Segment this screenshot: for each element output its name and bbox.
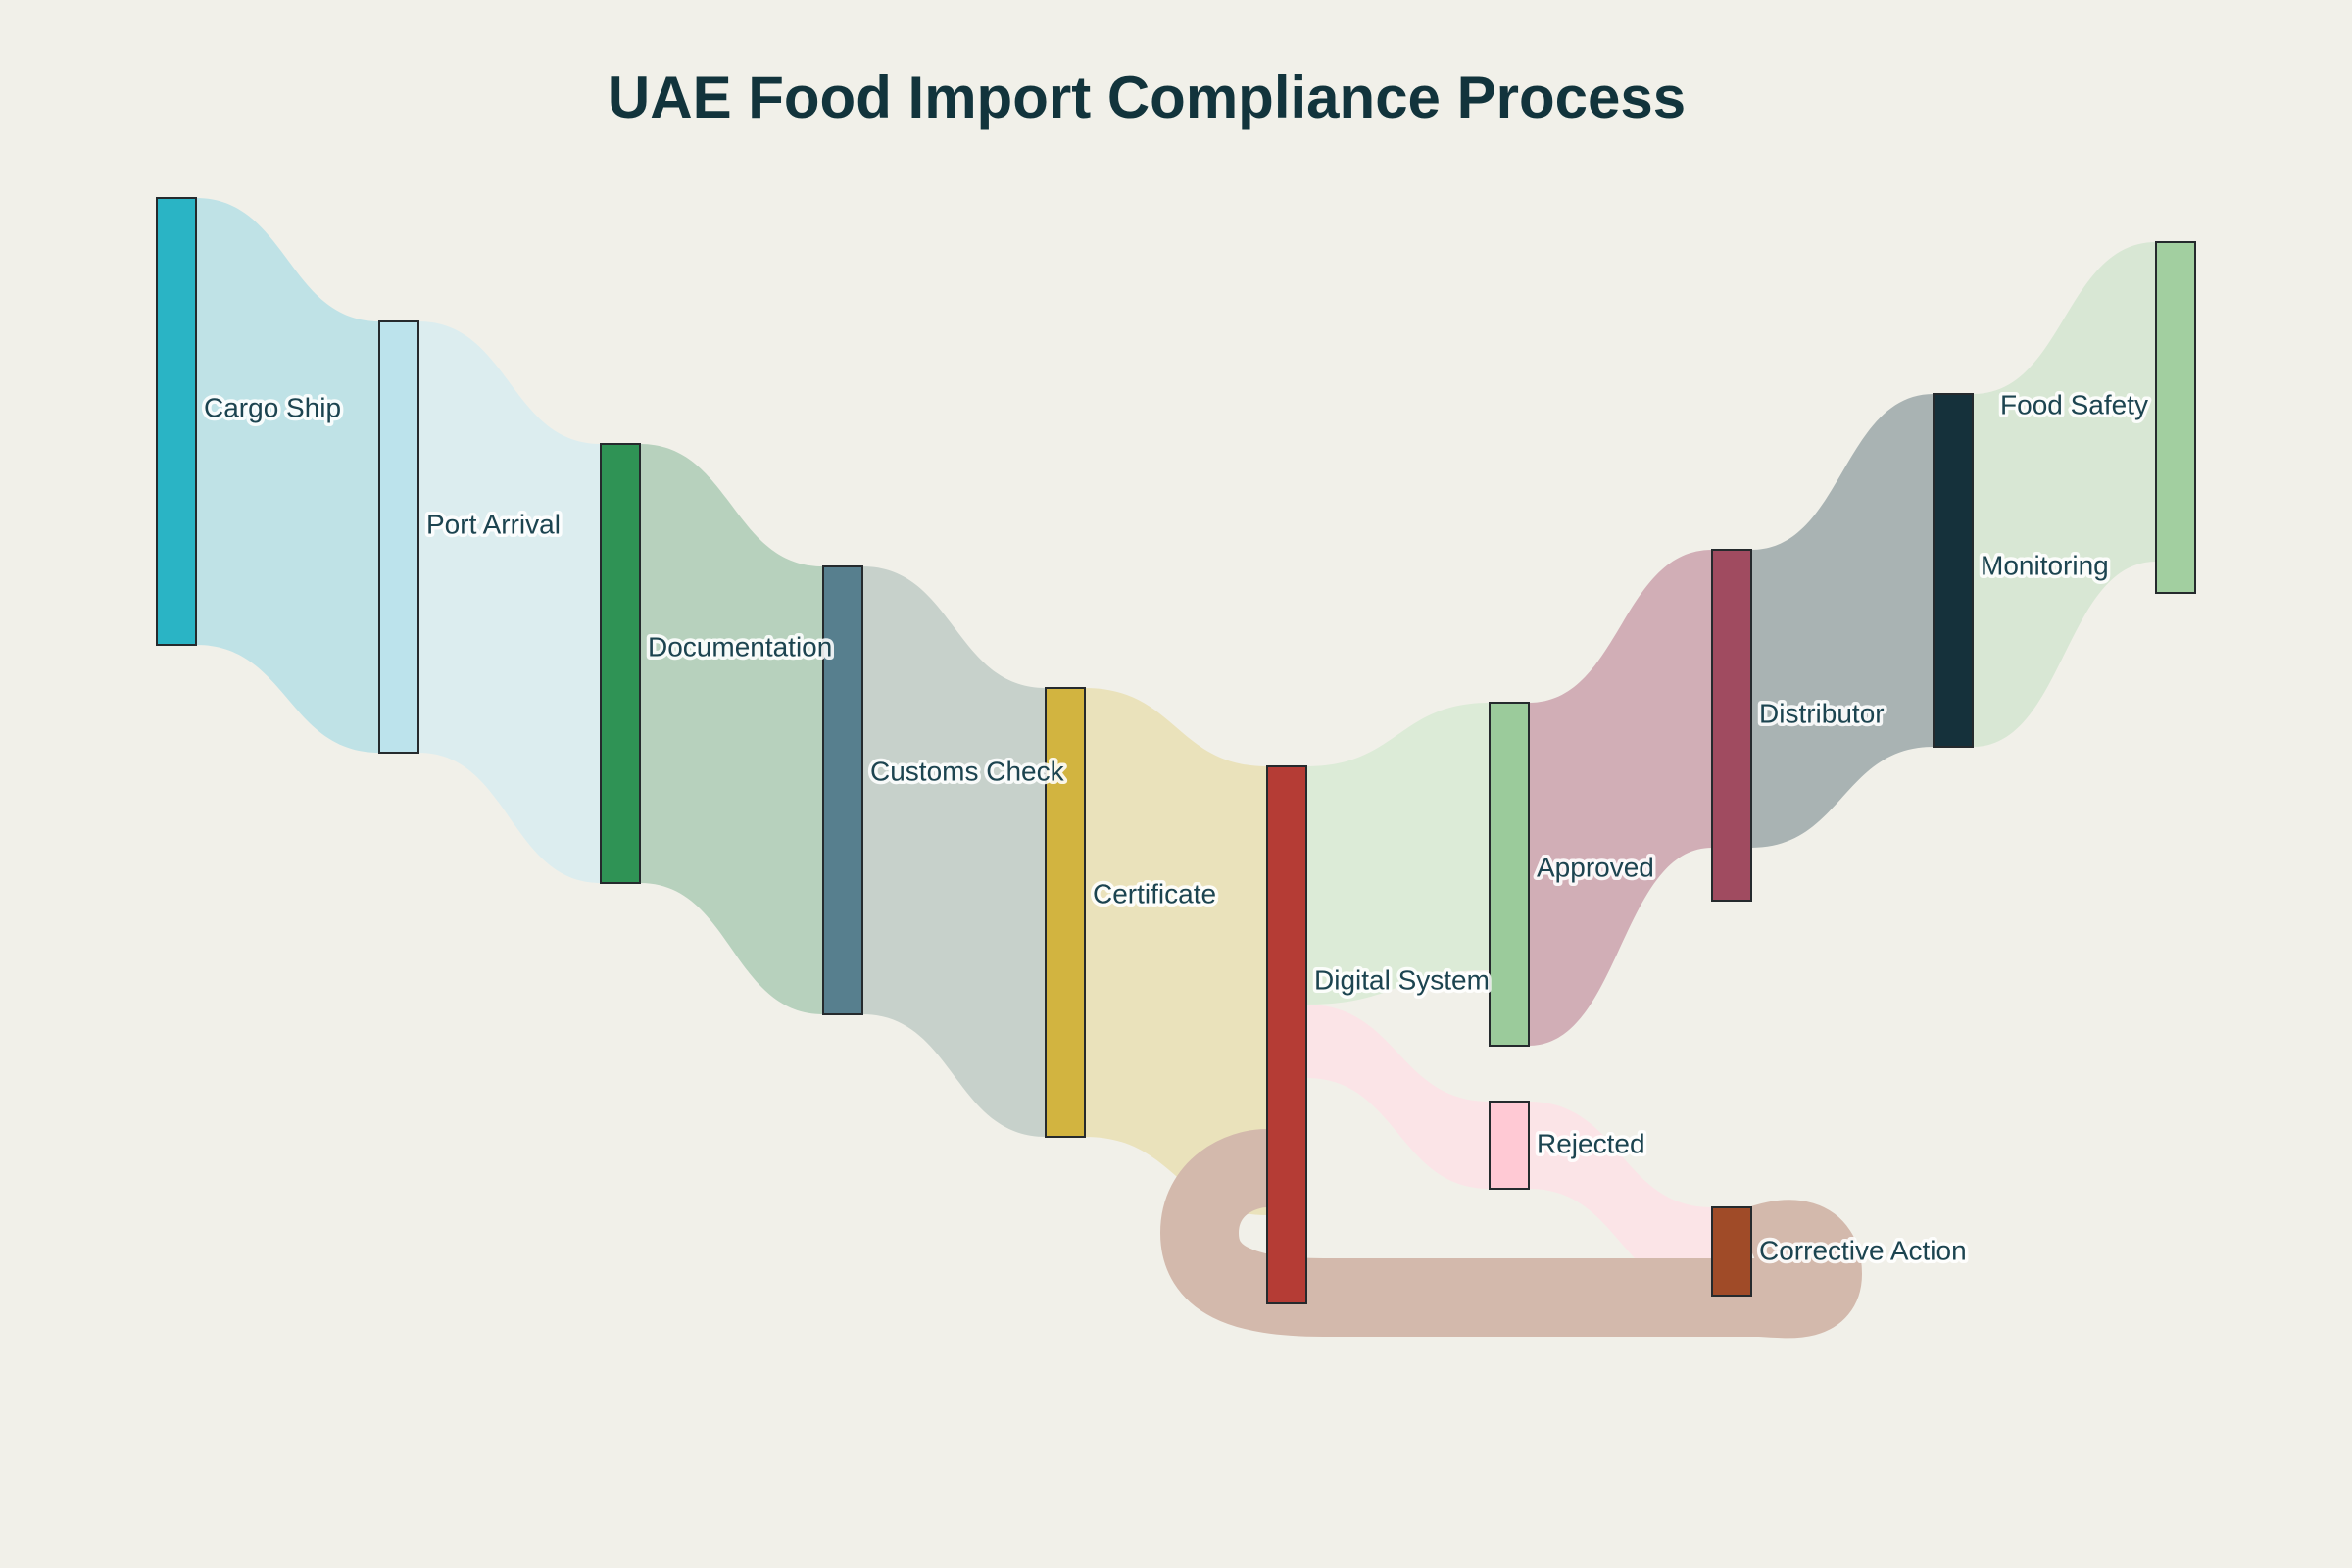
node-label-monitoring: Monitoring (1981, 551, 2109, 581)
node-rejected[interactable] (1489, 1101, 1530, 1190)
link-rejected-to-corrective-action[interactable] (1529, 1102, 1712, 1296)
sankey-links (196, 198, 2156, 1339)
link-cargo-ship-to-port-arrival[interactable] (196, 198, 379, 753)
link-customs-check-to-certificate[interactable] (862, 566, 1046, 1137)
link-distributor-to-monitoring[interactable] (1751, 394, 1934, 848)
node-corrective-action[interactable] (1711, 1206, 1752, 1297)
link-digital-system-to-approved[interactable] (1306, 703, 1490, 1004)
node-port-arrival[interactable] (378, 320, 419, 754)
node-documentation[interactable] (600, 443, 641, 884)
node-approved[interactable] (1489, 702, 1530, 1047)
link-documentation-to-customs-check[interactable] (640, 444, 823, 1014)
node-digital-system[interactable] (1266, 765, 1307, 1304)
node-label-certificate: Certificate (1093, 879, 1216, 909)
node-label-customs-check: Customs Check (870, 757, 1065, 787)
node-cargo-ship[interactable] (156, 197, 197, 646)
node-label-corrective-action: Corrective Action (1759, 1236, 1967, 1266)
node-label-digital-system: Digital System (1314, 965, 1490, 996)
node-distributor[interactable] (1711, 549, 1752, 902)
link-port-arrival-to-documentation[interactable] (418, 321, 601, 883)
node-label-approved: Approved (1537, 853, 1654, 883)
link-monitoring-to-food-safety[interactable] (1973, 242, 2156, 747)
sankey-nodes (156, 197, 2196, 1304)
chart-title: UAE Food Import Compliance Process (608, 65, 1686, 130)
node-customs-check[interactable] (822, 565, 863, 1015)
link-certificate-to-digital-system[interactable] (1085, 688, 1267, 1215)
link-approved-to-distributor[interactable] (1529, 550, 1712, 1046)
node-food-safety[interactable] (2155, 241, 2196, 594)
node-certificate[interactable] (1045, 687, 1086, 1138)
node-label-cargo-ship: Cargo Ship (204, 393, 341, 423)
node-label-documentation: Documentation (648, 632, 832, 662)
node-label-port-arrival: Port Arrival (426, 510, 561, 540)
link-digital-system-to-rejected[interactable] (1306, 1004, 1490, 1189)
node-label-distributor: Distributor (1759, 699, 1885, 729)
node-label-rejected: Rejected (1537, 1129, 1645, 1159)
node-monitoring[interactable] (1933, 393, 1974, 748)
link-corrective-action-to-digital-system-loop[interactable] (1160, 1129, 1862, 1339)
node-label-food-safety: Food Safety (2000, 390, 2148, 420)
sankey-node-labels: Cargo Ship Port Arrival Documentation Cu… (201, 386, 2152, 1269)
